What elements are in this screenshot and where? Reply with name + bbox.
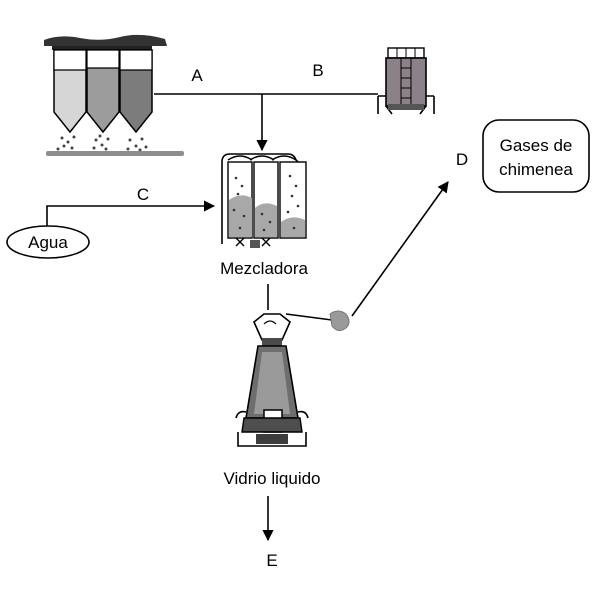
feed-lines	[154, 93, 378, 152]
label-e: E	[266, 551, 277, 570]
label-gases-line1: Gases de	[500, 136, 573, 155]
label-c: C	[137, 185, 149, 204]
storage-tank	[377, 47, 435, 115]
label-agua: Agua	[28, 233, 68, 252]
glass-furnace	[235, 313, 309, 447]
flue-gas-line	[285, 181, 449, 332]
water-source: Agua	[6, 225, 90, 259]
label-mezcladora: Mezcladora	[220, 259, 308, 278]
label-b: B	[312, 61, 323, 80]
flue-gas-box: Gases de chimenea	[482, 119, 590, 193]
label-vidrio-liquido: Vidrio liquido	[223, 469, 320, 488]
label-gases-line2: chimenea	[499, 160, 573, 179]
label-d: D	[456, 150, 468, 169]
mixer	[221, 153, 307, 248]
label-a: A	[191, 66, 203, 85]
raw-material-silos	[44, 34, 184, 156]
water-line	[46, 200, 216, 230]
